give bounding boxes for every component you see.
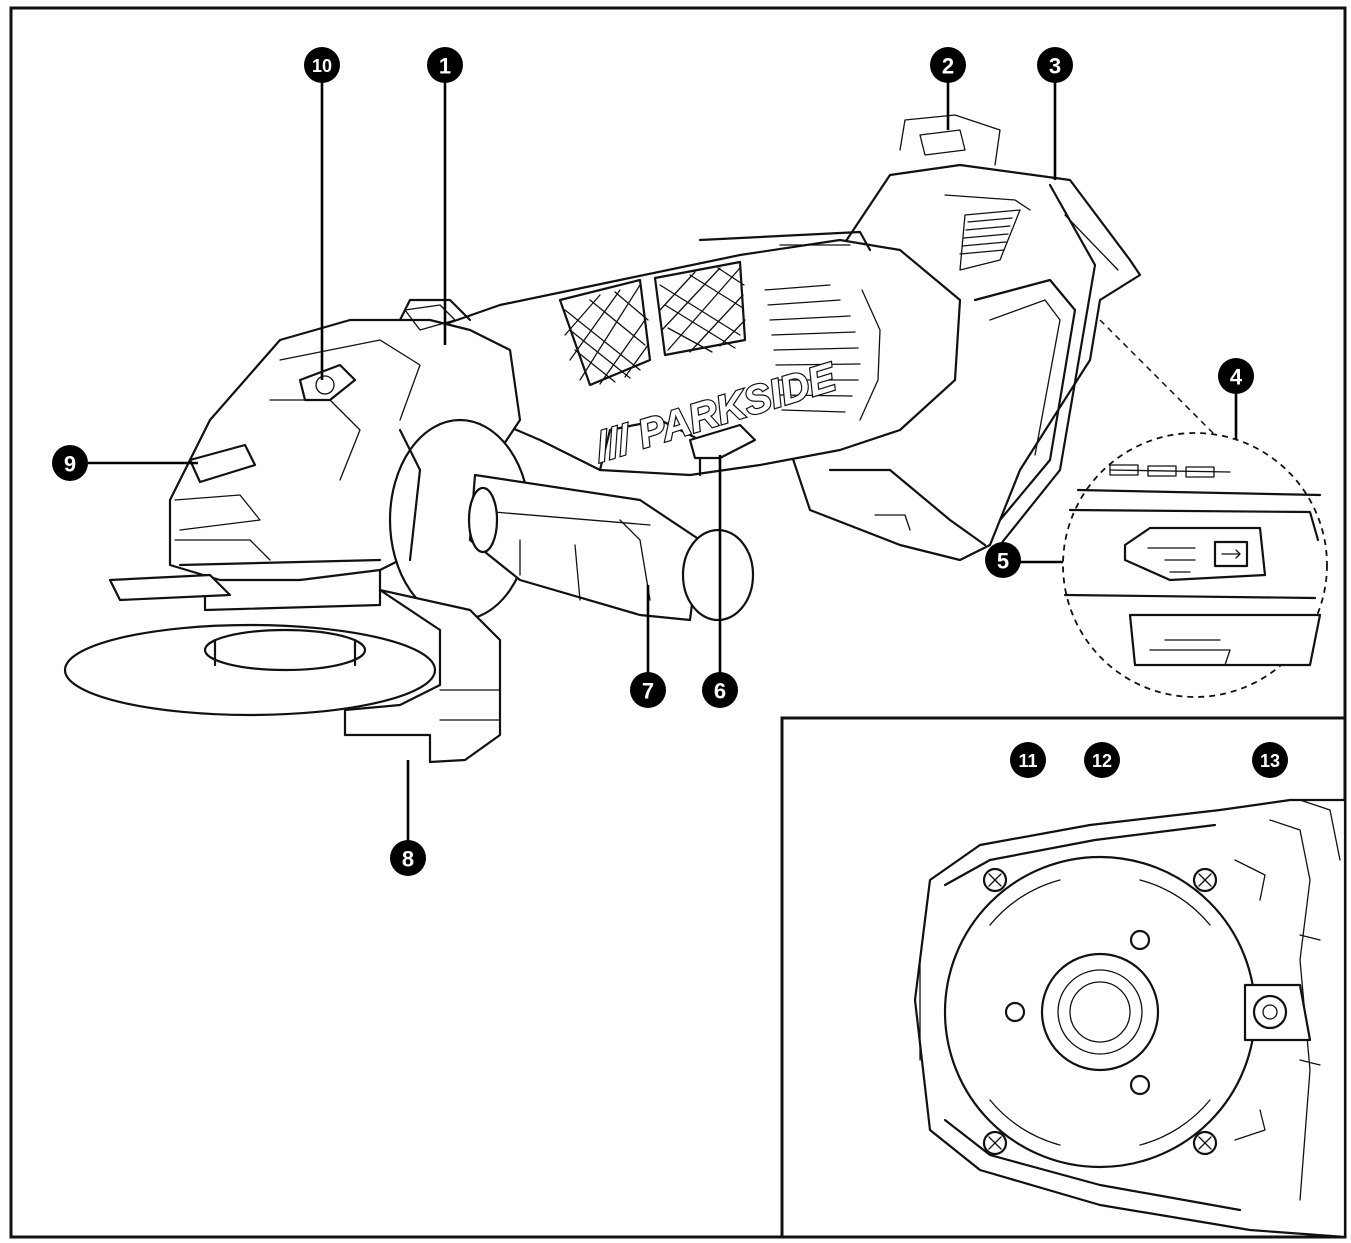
angle-grinder: /// PARKSIDE <box>63 80 1272 1087</box>
knurled-grip <box>558 260 747 387</box>
svg-text:5: 5 <box>997 549 1009 574</box>
svg-text:4: 4 <box>1230 365 1243 390</box>
flange-screws <box>1004 929 1151 1096</box>
callout-12: 12 <box>1084 742 1120 778</box>
on-off-switch <box>688 423 757 460</box>
usb-detail-view <box>1062 319 1328 698</box>
svg-text:7: 7 <box>642 679 654 704</box>
svg-text:12: 12 <box>1092 751 1112 771</box>
svg-text:13: 13 <box>1260 751 1280 771</box>
spindle-lock <box>298 363 357 402</box>
callout-11: 11 <box>1010 742 1046 778</box>
svg-text:2: 2 <box>942 54 954 79</box>
svg-text:9: 9 <box>64 452 76 477</box>
callout-3: 3 <box>1037 47 1073 83</box>
callout-2: 2 <box>930 47 966 83</box>
callout-1: 1 <box>427 47 463 83</box>
inset-flange-view <box>780 716 1347 1239</box>
callout-5: 5 <box>985 542 1021 578</box>
outer-frame <box>9 6 1347 1239</box>
svg-text:1: 1 <box>439 54 451 79</box>
callout-4: 4 <box>1218 358 1254 394</box>
callout-6: 6 <box>702 672 738 708</box>
svg-text:11: 11 <box>1018 751 1037 771</box>
cooling-fins <box>764 284 881 421</box>
motor-housing: /// PARKSIDE <box>398 230 962 477</box>
callout-13: 13 <box>1252 742 1288 778</box>
svg-text:10: 10 <box>312 56 332 76</box>
battery-vents <box>959 217 1013 255</box>
flange-plate <box>943 855 1257 1169</box>
usb-port-icon <box>1213 540 1249 568</box>
handle-socket <box>1243 983 1312 1042</box>
callout-10: 10 <box>304 47 340 83</box>
side-handle <box>467 473 755 622</box>
callouts: 1 2 3 4 5 6 7 8 9 10 11 12 13 <box>52 47 1288 876</box>
callout-8: 8 <box>390 840 426 876</box>
callout-7: 7 <box>630 672 666 708</box>
callout-9: 9 <box>52 445 88 481</box>
svg-text:3: 3 <box>1049 54 1061 79</box>
svg-text:8: 8 <box>402 847 414 872</box>
protective-guard <box>63 573 502 764</box>
svg-text:6: 6 <box>714 679 726 704</box>
front-button <box>188 443 257 484</box>
